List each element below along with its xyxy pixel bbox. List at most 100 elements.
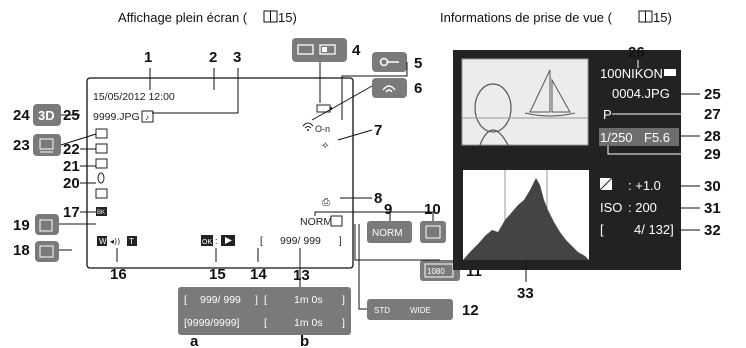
counter-row1-left: 999/ 999 xyxy=(200,294,241,306)
callout-7: 7 xyxy=(374,122,382,139)
svg-text:[: [ xyxy=(264,317,267,329)
callout-9: 9 xyxy=(384,201,392,218)
movie-label: 1080 xyxy=(427,267,445,276)
callout-15: 15 xyxy=(209,266,226,283)
wide-label: WIDE xyxy=(410,306,431,315)
callout-4: 4 xyxy=(352,42,361,59)
filter-effects-icon xyxy=(95,188,108,199)
right-heading: Informations de prise de vue ( 15) xyxy=(440,10,672,25)
info-battery-icon xyxy=(664,69,676,76)
three-d-icon: 3D xyxy=(33,104,61,126)
callout-1: 1 xyxy=(144,49,152,66)
image-size-box xyxy=(420,221,446,243)
right-heading-ref: 15) xyxy=(653,10,672,25)
svg-text:]: ] xyxy=(342,317,345,329)
callout-12: 12 xyxy=(462,302,479,319)
info-frame-bracket: [ xyxy=(600,222,604,237)
callout-16: 16 xyxy=(110,266,127,283)
datetime-readout: 15/05/2012 12:00 xyxy=(93,91,175,103)
battery-indicator-box xyxy=(292,38,347,62)
callout-30: 30 xyxy=(704,178,721,195)
quality-norm-label: NORM xyxy=(372,228,403,239)
callout-28: 28 xyxy=(704,128,721,145)
voice-memo-icon: ♪ xyxy=(141,110,154,123)
protect-icon xyxy=(372,52,407,72)
callout-20: 20 xyxy=(63,175,80,192)
quality-readout: NORM xyxy=(300,216,332,228)
callout-5: 5 xyxy=(414,55,422,72)
eye-fi-protect-icon: O-n xyxy=(302,122,330,134)
black-key-icon-label: BK xyxy=(97,210,105,216)
histogram xyxy=(463,170,589,260)
quality-norm-box: NORM xyxy=(367,221,412,243)
eye-fi-icon xyxy=(372,78,407,98)
movie-options-box: 1080 xyxy=(420,260,460,281)
callout-18: 18 xyxy=(13,242,30,259)
svg-text:]: ] xyxy=(255,294,258,306)
three-d-label: 3D xyxy=(38,108,55,123)
callout-27: 27 xyxy=(704,106,721,123)
callout-26: 26 xyxy=(628,44,645,61)
frame-counter-variants: [ 999/ 999 ] [ 1m 0s ] [9999/9999] [ 1m … xyxy=(178,287,351,335)
callout-19: 19 xyxy=(13,217,30,234)
callout-21: 21 xyxy=(63,158,80,175)
right-heading-text: Informations de prise de vue ( xyxy=(440,10,613,25)
lcd-screen xyxy=(86,77,354,269)
frame-counter-close: ] xyxy=(339,236,342,247)
std-label: STD xyxy=(374,306,390,315)
callout-22: 22 xyxy=(63,141,80,158)
gps-icon: ⟡ xyxy=(322,140,329,151)
left-heading-ref: 15) xyxy=(278,10,297,25)
image-size-icon xyxy=(330,215,343,227)
battery-icon xyxy=(316,104,332,113)
svg-text::: : xyxy=(215,236,218,246)
svg-text:♪: ♪ xyxy=(145,113,149,122)
photo-thumbnail xyxy=(461,58,589,146)
svg-text:]: ] xyxy=(342,294,345,306)
callout-25-right: 25 xyxy=(704,86,721,103)
quick-retouch-icon xyxy=(95,158,108,169)
ok-label: OK xyxy=(202,239,212,246)
callout-33: 33 xyxy=(517,285,534,302)
current-image-bracket: [ xyxy=(260,236,263,247)
sequence-display-icon xyxy=(33,134,61,156)
exposure-bar xyxy=(599,128,679,146)
info-aperture: F5.6 xyxy=(644,130,670,145)
info-frames: 4/ 132] xyxy=(634,222,674,237)
info-iso-label: ISO xyxy=(600,200,622,215)
book-icon xyxy=(263,10,278,23)
info-mode: P xyxy=(603,107,612,122)
callout-13: 13 xyxy=(293,267,310,284)
callout-23: 23 xyxy=(13,137,30,154)
info-exposure: : +1.0 xyxy=(628,178,661,193)
svg-text:O-n: O-n xyxy=(315,124,330,134)
info-shutter: 1/250 xyxy=(600,130,633,145)
callout-29: 29 xyxy=(704,146,721,163)
callout-24: 24 xyxy=(13,107,30,124)
zoom-t-label: T xyxy=(129,237,134,246)
callout-17: 17 xyxy=(63,204,80,221)
callout-32: 32 xyxy=(704,222,721,239)
callout-3: 3 xyxy=(233,49,241,66)
panorama-box: STD WIDE xyxy=(367,299,453,320)
filename-readout: 9999.JPG xyxy=(93,111,140,123)
svg-text:◂)): ◂)) xyxy=(110,237,120,246)
sequence-icon xyxy=(95,128,108,139)
black-key-icon xyxy=(96,207,107,216)
info-file: 0004.JPG xyxy=(612,86,670,101)
print-order-icon: ⎙ xyxy=(322,197,330,208)
callout-31: 31 xyxy=(704,200,721,217)
callout-2: 2 xyxy=(209,49,217,66)
exposure-comp-icon xyxy=(599,177,613,191)
no-sound-icon xyxy=(35,214,59,235)
counter-row1-right: 1m 0s xyxy=(294,294,323,306)
zoom-w-label: W xyxy=(99,237,107,246)
info-folder: 100NIKON xyxy=(600,66,663,81)
label-a: a xyxy=(190,333,199,348)
callout-10: 10 xyxy=(424,201,441,218)
callout-8: 8 xyxy=(374,190,382,207)
leader-lines-left xyxy=(59,62,440,310)
left-heading: Affichage plein écran ( 15) xyxy=(118,10,297,25)
info-iso-value: : 200 xyxy=(628,200,657,215)
